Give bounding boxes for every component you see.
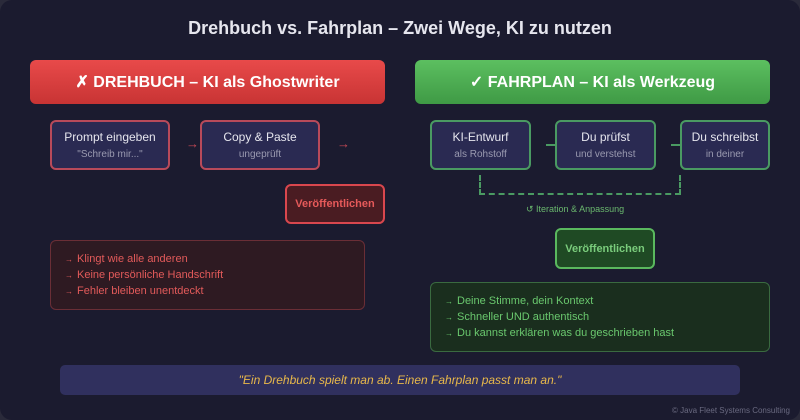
arrow-icon: → (445, 313, 453, 322)
arrow-icon: → (186, 136, 199, 151)
consequence-item: →Keine persönliche Handschrift (65, 269, 224, 281)
step-prompt-eingeben: Prompt eingeben "Schreib mir..." (50, 120, 170, 170)
step-title: Copy & Paste (223, 130, 297, 144)
step-ki-entwurf: KI-Entwurf als Rohstoff (430, 120, 531, 170)
arrow-icon: → (65, 287, 73, 296)
consequence-item: →Fehler bleiben unentdeckt (65, 285, 204, 297)
step-du-pruefst: Du prüfst und verstehst (555, 120, 656, 170)
arrow-icon: → (445, 297, 453, 306)
benefit-item: →Du kannst erklären was du geschrieben h… (445, 327, 675, 339)
step-subtitle: als Rohstoff (454, 149, 507, 160)
step-title: KI-Entwurf (452, 130, 509, 144)
step-subtitle: und verstehst (575, 149, 636, 160)
diagram-title: Drehbuch vs. Fahrplan – Zwei Wege, KI zu… (188, 18, 612, 38)
quote-banner: "Ein Drehbuch spielt man ab. Einen Fahrp… (60, 365, 740, 395)
step-subtitle: "Schreib mir..." (77, 149, 143, 160)
connector-line (671, 144, 680, 146)
step-subtitle: in deiner (705, 149, 745, 160)
footer-copyright: © Java Fleet Systems Consulting (672, 406, 790, 415)
step-copy-paste: Copy & Paste ungeprüft (200, 120, 320, 170)
step-title: Du schreibst (691, 130, 759, 144)
drehbuch-header: ✗ DREHBUCH – KI als Ghostwriter (30, 60, 385, 104)
connector-line (546, 144, 555, 146)
fahrplan-benefits: →Deine Stimme, dein Kontext →Schneller U… (430, 282, 770, 352)
drehbuch-consequences: →Klingt wie alle anderen →Keine persönli… (50, 240, 365, 310)
publish-box-fahrplan: Veröffentlichen (555, 228, 655, 269)
publish-box-drehbuch: Veröffentlichen (285, 184, 385, 224)
arrow-icon: → (337, 136, 350, 151)
iteration-label: ↺ Iteration & Anpassung (526, 204, 625, 214)
benefit-item: →Schneller UND authentisch (445, 311, 590, 323)
arrow-icon: → (445, 329, 453, 338)
iteration-loop (479, 175, 681, 195)
step-title: Du prüfst (581, 130, 630, 144)
consequence-item: →Klingt wie alle anderen (65, 253, 188, 265)
step-du-schreibst: Du schreibst in deiner (680, 120, 770, 170)
fahrplan-header: ✓ FAHRPLAN – KI als Werkzeug (415, 60, 770, 104)
step-subtitle: ungeprüft (238, 149, 282, 160)
arrow-icon: → (65, 271, 73, 280)
benefit-item: →Deine Stimme, dein Kontext (445, 295, 594, 307)
arrow-icon: → (65, 255, 73, 264)
step-title: Prompt eingeben (64, 130, 156, 144)
